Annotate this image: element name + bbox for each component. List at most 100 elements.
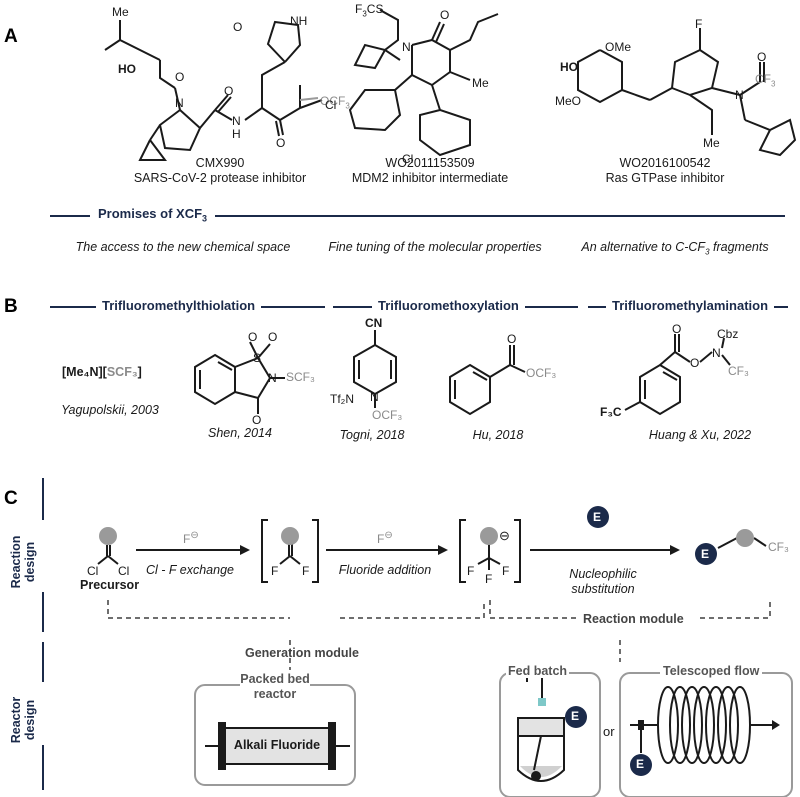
f3cs-f: F xyxy=(355,2,363,16)
header-amination: Trifluoromethylamination xyxy=(606,298,775,313)
fluoride-2-minus: ⊖ xyxy=(384,530,393,541)
panel-b-structures xyxy=(194,330,731,416)
header-thiolation: Trifluoromethylthiolation xyxy=(96,298,262,313)
c-packed-bed: Packed bed reactor xyxy=(240,672,310,702)
atom-me-2: Me xyxy=(472,76,489,90)
c-vbar-1 xyxy=(42,478,44,520)
c-cl-2: Cl xyxy=(118,564,130,578)
b-o-6: O xyxy=(690,356,700,370)
compound-2-caption: WO2011153509 MDM2 inhibitor intermediate xyxy=(340,156,520,186)
panel-a-label: A xyxy=(4,26,18,47)
atom-meo: MeO xyxy=(555,94,582,108)
b-n-2: N xyxy=(370,390,379,404)
promise-2: Fine tuning of the molecular properties xyxy=(328,240,542,254)
c-precursor: Precursor xyxy=(80,578,140,592)
atom-ho-2: HO xyxy=(560,60,578,74)
atom-o-4: O xyxy=(276,136,286,150)
atom-cl-2: Cl xyxy=(402,152,414,166)
atom-ho: HO xyxy=(118,62,136,76)
panel-b-label: B xyxy=(4,296,18,317)
atom-me-3: Me xyxy=(703,136,720,150)
compound-1-name: CMX990 xyxy=(195,156,245,170)
ref-hu: Hu, 2018 xyxy=(472,428,524,442)
c-cf3: CF₃ xyxy=(768,540,789,554)
atom-o-3: O xyxy=(233,20,243,34)
b-n-1: N xyxy=(268,371,277,385)
c-vbar-4 xyxy=(42,745,44,790)
compound-2-name: WO2011153509 xyxy=(385,156,475,170)
f3cs-sub: 3 xyxy=(362,9,367,19)
c-vbar-2 xyxy=(42,592,44,632)
atom-n-3: N xyxy=(735,88,744,102)
atom-nh-2: NH xyxy=(290,14,308,28)
c-cl-1: Cl xyxy=(87,564,99,578)
ocf3-text: OCF xyxy=(320,94,346,108)
atom-o-2: O xyxy=(224,84,234,98)
c-step-3b: substitution xyxy=(571,582,635,596)
reagent-1-anion: SCF₃ xyxy=(106,365,138,379)
c-anion-sign: ⊖ xyxy=(499,528,510,543)
promise-3-text: An alternative to C-CF xyxy=(581,240,706,254)
b-ocf3-2: OCF₃ xyxy=(526,366,557,380)
c-e-4: E xyxy=(636,757,645,771)
c-fluoride-2: F⊖ xyxy=(377,530,393,546)
ref-yagupolskii: Yagupolskii, 2003 xyxy=(61,403,159,417)
c-fed-batch: Fed batch xyxy=(506,664,570,678)
fluoride-2-f: F xyxy=(377,532,385,546)
promises-title-text: Promises of XCF xyxy=(98,206,203,221)
fluoride-1-f: F xyxy=(183,532,191,546)
cf3-sub: 3 xyxy=(771,79,776,89)
atom-me-1: Me xyxy=(112,5,129,19)
promise-3-tail: fragments xyxy=(713,240,769,254)
b-o-3: O xyxy=(252,413,262,427)
b-o-1: O xyxy=(248,330,258,344)
c-f-4: F xyxy=(502,564,510,578)
b-n-3: N xyxy=(712,346,721,360)
atom-ocf3-1: OCF3 xyxy=(320,94,350,110)
atom-cl-1: Cl xyxy=(325,98,337,112)
panel-c-label: C xyxy=(4,488,18,509)
atom-o-5: O xyxy=(440,8,450,22)
atom-o-6: O xyxy=(757,50,767,64)
b-o-5: O xyxy=(672,322,682,336)
atom-o-1: O xyxy=(175,70,185,84)
c-f-2: F xyxy=(302,564,310,578)
c-packed-bed-1: Packed bed xyxy=(240,672,310,686)
b-cbz: Cbz xyxy=(717,327,739,341)
atom-cf3-1: CF3 xyxy=(755,72,775,88)
atom-ome: OMe xyxy=(605,40,632,54)
c-e-3: E xyxy=(571,709,580,723)
b-o-2: O xyxy=(268,330,278,344)
b-s: S xyxy=(253,351,262,365)
cf3-text: CF xyxy=(755,72,771,86)
compound-3-caption: WO2016100542 Ras GTPase inhibitor xyxy=(575,156,755,186)
promises-rule xyxy=(50,215,785,217)
c-step-1: Cl - F exchange xyxy=(145,563,234,577)
c-telescoped-flow: Telescoped flow xyxy=(660,664,763,678)
c-or: or xyxy=(603,724,615,739)
c-packed-bed-2: reactor xyxy=(253,687,297,701)
panel-a-structures xyxy=(104,9,797,161)
b-f3c: F₃C xyxy=(600,405,622,419)
atom-nh-1: N xyxy=(232,114,241,128)
compound-1-caption: CMX990 SARS-CoV-2 protease inhibitor xyxy=(130,156,310,186)
atom-f3cs: F3CS xyxy=(355,2,383,18)
c-alkali-fluoride: Alkali Fluoride xyxy=(233,738,321,752)
c-reaction-module: Reaction module xyxy=(583,612,684,626)
panel-c-scheme xyxy=(97,506,793,797)
atom-n-1: N xyxy=(175,96,184,110)
c-generation-module: Generation module xyxy=(245,646,359,660)
promise-3-sub: 3 xyxy=(705,247,710,257)
promises-title: Promises of XCF3 xyxy=(90,206,216,224)
c-step-2: Fluoride addition xyxy=(338,563,432,577)
promises-title-sub: 3 xyxy=(202,213,208,224)
c-f-5: F xyxy=(485,572,493,586)
b-ocf3-1: OCF₃ xyxy=(372,408,403,422)
reagent-1-cation: [Me₄N][ xyxy=(62,365,107,379)
c-f-1: F xyxy=(271,564,279,578)
c-vbar-3 xyxy=(42,642,44,682)
atom-n-2: N xyxy=(402,40,411,54)
reagent-yagupolskii: [Me₄N][SCF₃] xyxy=(62,365,142,379)
c-e-1: E xyxy=(593,510,602,524)
ref-togni: Togni, 2018 xyxy=(339,428,405,442)
